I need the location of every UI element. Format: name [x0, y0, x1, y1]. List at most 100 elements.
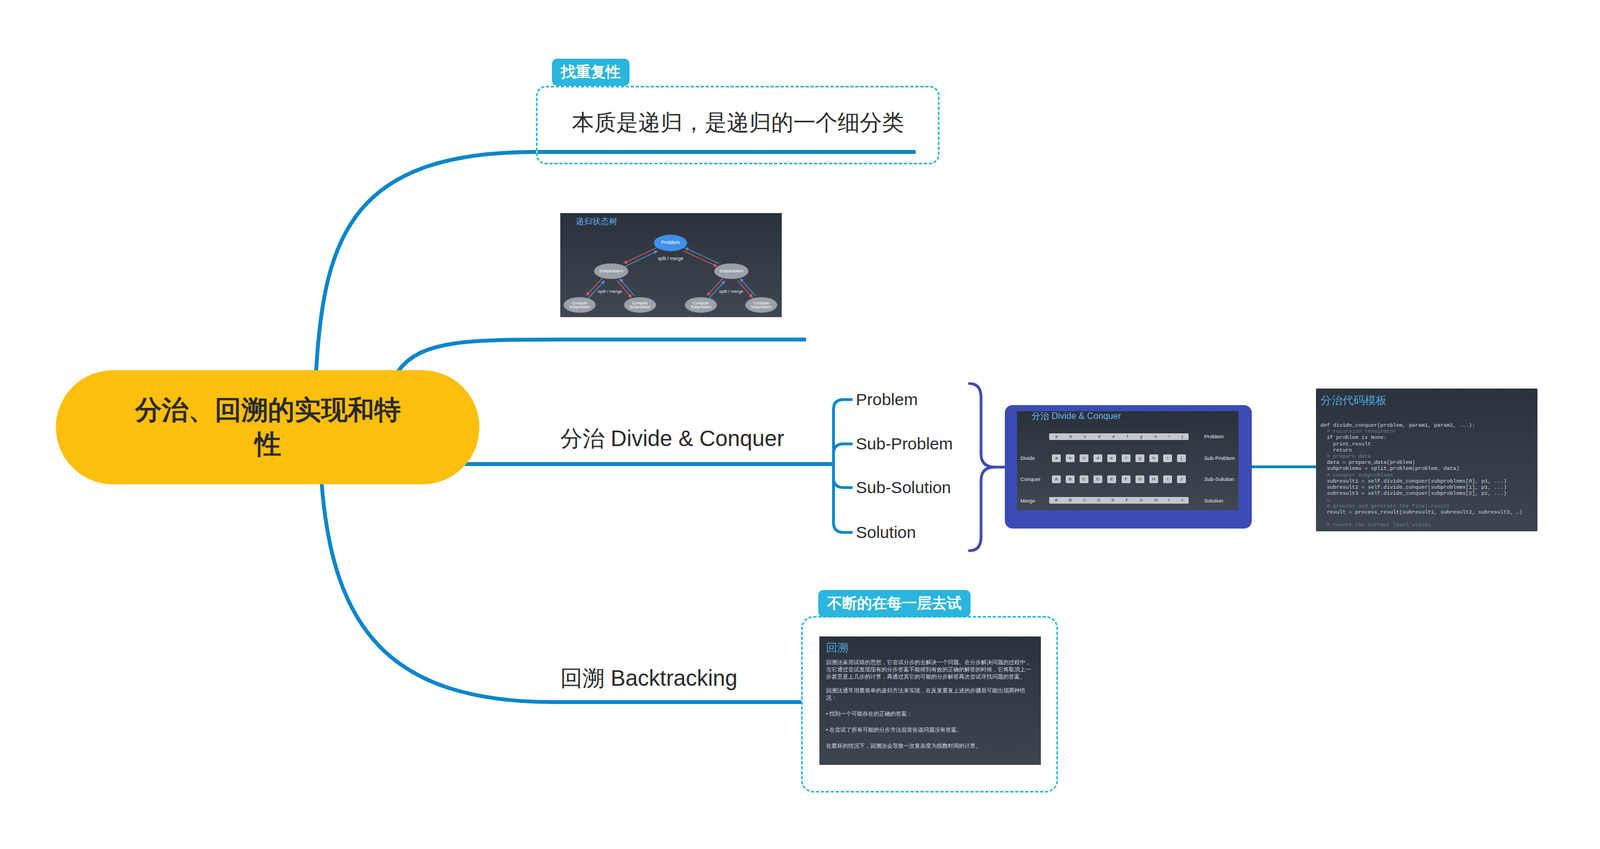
- code-line: print_result: [1320, 441, 1371, 448]
- letter: G: [1138, 477, 1142, 482]
- image-frame: 分治 Divide & ConquerDivideConquerMergePro…: [1004, 405, 1252, 529]
- row-label: Conquer: [1020, 475, 1041, 484]
- callout-box: 找重复性本质是递归，是递归的一个细分类: [535, 85, 940, 165]
- letter: h: [1152, 456, 1155, 461]
- image-title: 分治代码模板: [1320, 393, 1387, 409]
- subtopic: Solution: [852, 519, 921, 546]
- letter: i: [1167, 456, 1169, 461]
- letter: f: [1126, 434, 1128, 440]
- letter: J: [1180, 498, 1184, 503]
- merge-line: [741, 280, 756, 296]
- letter-cell: a: [1051, 454, 1061, 463]
- letter: f: [1125, 456, 1127, 461]
- letter: a: [1055, 434, 1058, 440]
- code-line: data = prepare_data(problem): [1320, 459, 1416, 466]
- letter: a: [1055, 456, 1058, 461]
- letter: B: [1069, 498, 1072, 503]
- letter: H: [1152, 477, 1156, 482]
- letter-cell: E: [1107, 475, 1117, 484]
- row-label: Sub-Solution: [1204, 475, 1235, 484]
- letter-cell: F: [1121, 475, 1131, 484]
- connector: [706, 278, 726, 299]
- image-title: 递归状态树: [575, 216, 618, 227]
- subtopic: Sub-Problem: [852, 430, 958, 458]
- letter: I: [1167, 477, 1169, 482]
- letter: c: [1084, 434, 1087, 440]
- letter: A: [1054, 498, 1058, 503]
- node-text: Subproblem: [595, 269, 627, 274]
- node-text: Compute Subproblem: [565, 301, 595, 310]
- branch-line: [398, 339, 807, 373]
- arrow-head: [749, 293, 753, 299]
- node-text: Compute Subproblem: [746, 301, 776, 310]
- branch-line: [833, 464, 854, 489]
- code-line: # conquer subproblems: [1320, 472, 1393, 479]
- branch-topic: 回溯 Backtracking: [553, 659, 776, 705]
- code-line: # prepare data: [1320, 453, 1371, 460]
- tree-node: Subproblem: [594, 263, 629, 280]
- tree-node: Subproblem: [714, 263, 749, 280]
- letter-cell: e: [1107, 454, 1117, 463]
- connector: [833, 464, 854, 534]
- letter-cell: A: [1051, 475, 1061, 484]
- letter-cell: h: [1149, 454, 1159, 463]
- letter: I: [1168, 498, 1170, 503]
- letter-bar: ABCDEFGHIJ: [1049, 497, 1189, 504]
- code-line: # revert the current level states: [1320, 522, 1432, 529]
- body-text: • 找到一个可能存在的正确的答案；: [826, 710, 1035, 718]
- letter: e: [1110, 456, 1113, 461]
- tree-node: Problem: [653, 234, 688, 252]
- image-topic: 递归状态树 ProblemSubproblem SubproblemCompute …: [560, 213, 807, 342]
- code-line: subresult1 = self.divide_conquer(subprob…: [1320, 478, 1507, 485]
- letter: D: [1097, 498, 1101, 503]
- letter: F: [1125, 498, 1129, 503]
- subtopic-text: Sub-Problem: [855, 434, 953, 454]
- row-label: Problem: [1204, 432, 1224, 441]
- connector: [465, 463, 835, 465]
- bracket-stub: [994, 466, 1006, 469]
- letter: i: [1168, 434, 1170, 440]
- letter: J: [1180, 477, 1183, 482]
- connector: [585, 278, 605, 299]
- letter: E: [1110, 477, 1113, 482]
- connector: [398, 339, 807, 373]
- arrow-head: [623, 260, 628, 264]
- arrow-head: [600, 280, 605, 286]
- image-panel: [560, 213, 782, 318]
- summary-bracket: [969, 383, 995, 551]
- letter: C: [1082, 498, 1087, 503]
- letter: H: [1154, 498, 1158, 503]
- branch-line: [833, 464, 854, 534]
- code-line: …: [1320, 496, 1330, 503]
- tag-label: 找重复性: [551, 58, 630, 86]
- letter-cell: B: [1065, 475, 1075, 484]
- tree-node: Compute Subproblem: [563, 297, 596, 313]
- code-line: subresult2 = self.divide_conquer(subprob…: [1320, 484, 1507, 491]
- branch-line: [1251, 465, 1316, 469]
- letter: A: [1054, 477, 1058, 482]
- image-title: 回溯: [826, 641, 1035, 655]
- row-label: Sub-Problem: [1204, 454, 1235, 463]
- node-text: Compute Subproblem: [686, 301, 716, 310]
- letter: e: [1112, 434, 1115, 440]
- tree-node: Compute Subproblem: [684, 297, 717, 313]
- node-text: Problem: [655, 240, 686, 246]
- letter: d: [1097, 434, 1101, 440]
- letter: j: [1180, 456, 1183, 461]
- edge-label: split / merge: [657, 256, 684, 262]
- arrow-head: [706, 291, 711, 297]
- row-label: Merge: [1020, 497, 1036, 505]
- arrow-head: [721, 280, 726, 286]
- connector: [616, 278, 634, 298]
- connector: [1251, 466, 1316, 468]
- image-title: 分治 Divide & Conquer: [1031, 410, 1122, 423]
- tag-label: 不断的在每一层去试: [818, 590, 971, 618]
- body-text: 回溯法采用试错的思想，它尝试分步的去解决一个问题。在分步解决问题的过程中，当它通…: [826, 658, 1035, 681]
- letter-cell: G: [1135, 475, 1145, 484]
- code-line: subproblems = split_problem(problem, dat…: [1320, 465, 1460, 472]
- connector: [737, 278, 756, 299]
- letter: d: [1096, 456, 1099, 461]
- body-text: 在最坏的情况下，回溯法会导致一次复杂度为指数时间的计算。: [826, 742, 1035, 750]
- arrow-head: [585, 291, 590, 297]
